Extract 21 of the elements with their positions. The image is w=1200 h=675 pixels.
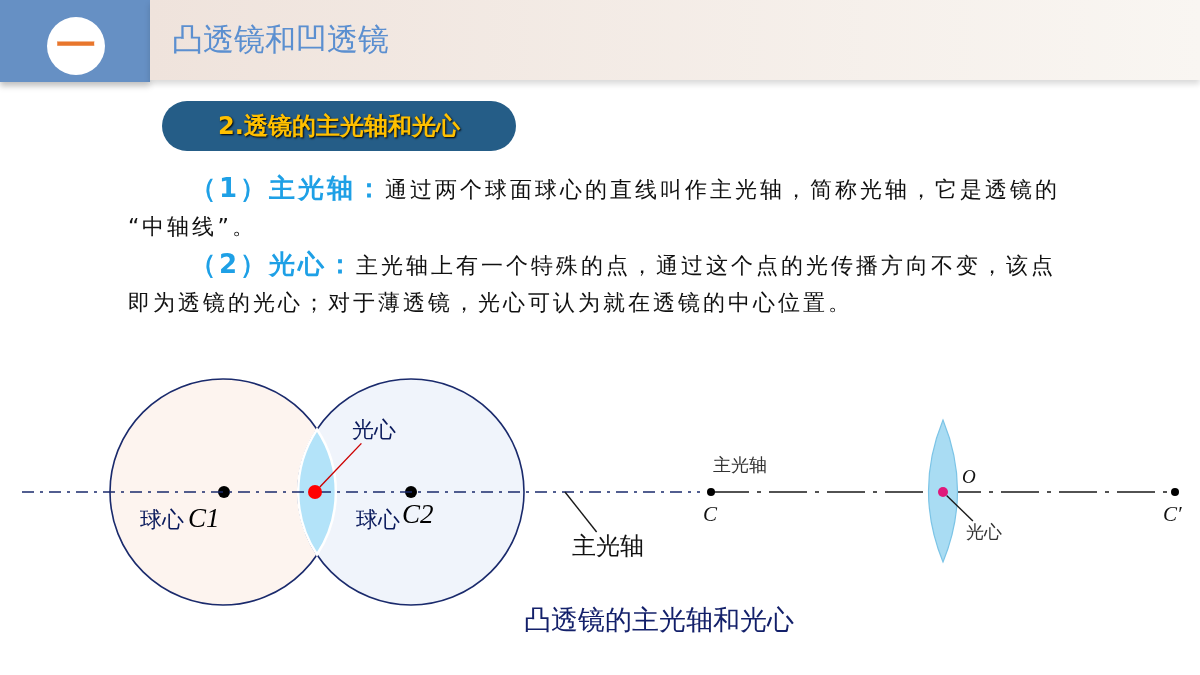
- callout-label: 光心: [352, 417, 396, 444]
- figure-caption: 凸透镜的主光轴和光心: [524, 604, 794, 637]
- definition-text: （2）光心：主光轴上有一个特殊的点，通过这个点的光传播方向不变，该点即为透镜的光心；对于薄透镜，光心可认为就在透镜的中心位置。: [128, 248, 1058, 317]
- optical-axis-line: [21, 491, 701, 493]
- page-title: 凸透镜和凹透镜: [172, 21, 389, 59]
- section-heading: 2.透镜的主光轴和光心: [162, 101, 516, 151]
- leader-line: [319, 442, 363, 488]
- point-label: 球心: [356, 507, 400, 534]
- callout-label: 主光轴: [572, 532, 644, 561]
- callout-label: 光心: [966, 521, 1002, 543]
- optical-center-dot: [938, 487, 948, 497]
- point-label: C2: [402, 498, 434, 531]
- leader-line: [564, 491, 598, 533]
- definition-text: （1）主光轴：通过两个球面球心的直线叫作主光轴，简称光轴，它是透镜的“中轴线”。: [128, 172, 1062, 241]
- point-label: 球心: [140, 507, 184, 534]
- point-label: C′: [1163, 502, 1182, 528]
- point-label: C: [703, 502, 717, 528]
- leader-line: [945, 494, 974, 522]
- point-label: O: [962, 466, 976, 489]
- axis-label: 主光轴: [713, 454, 767, 476]
- point-label: C1: [188, 502, 220, 535]
